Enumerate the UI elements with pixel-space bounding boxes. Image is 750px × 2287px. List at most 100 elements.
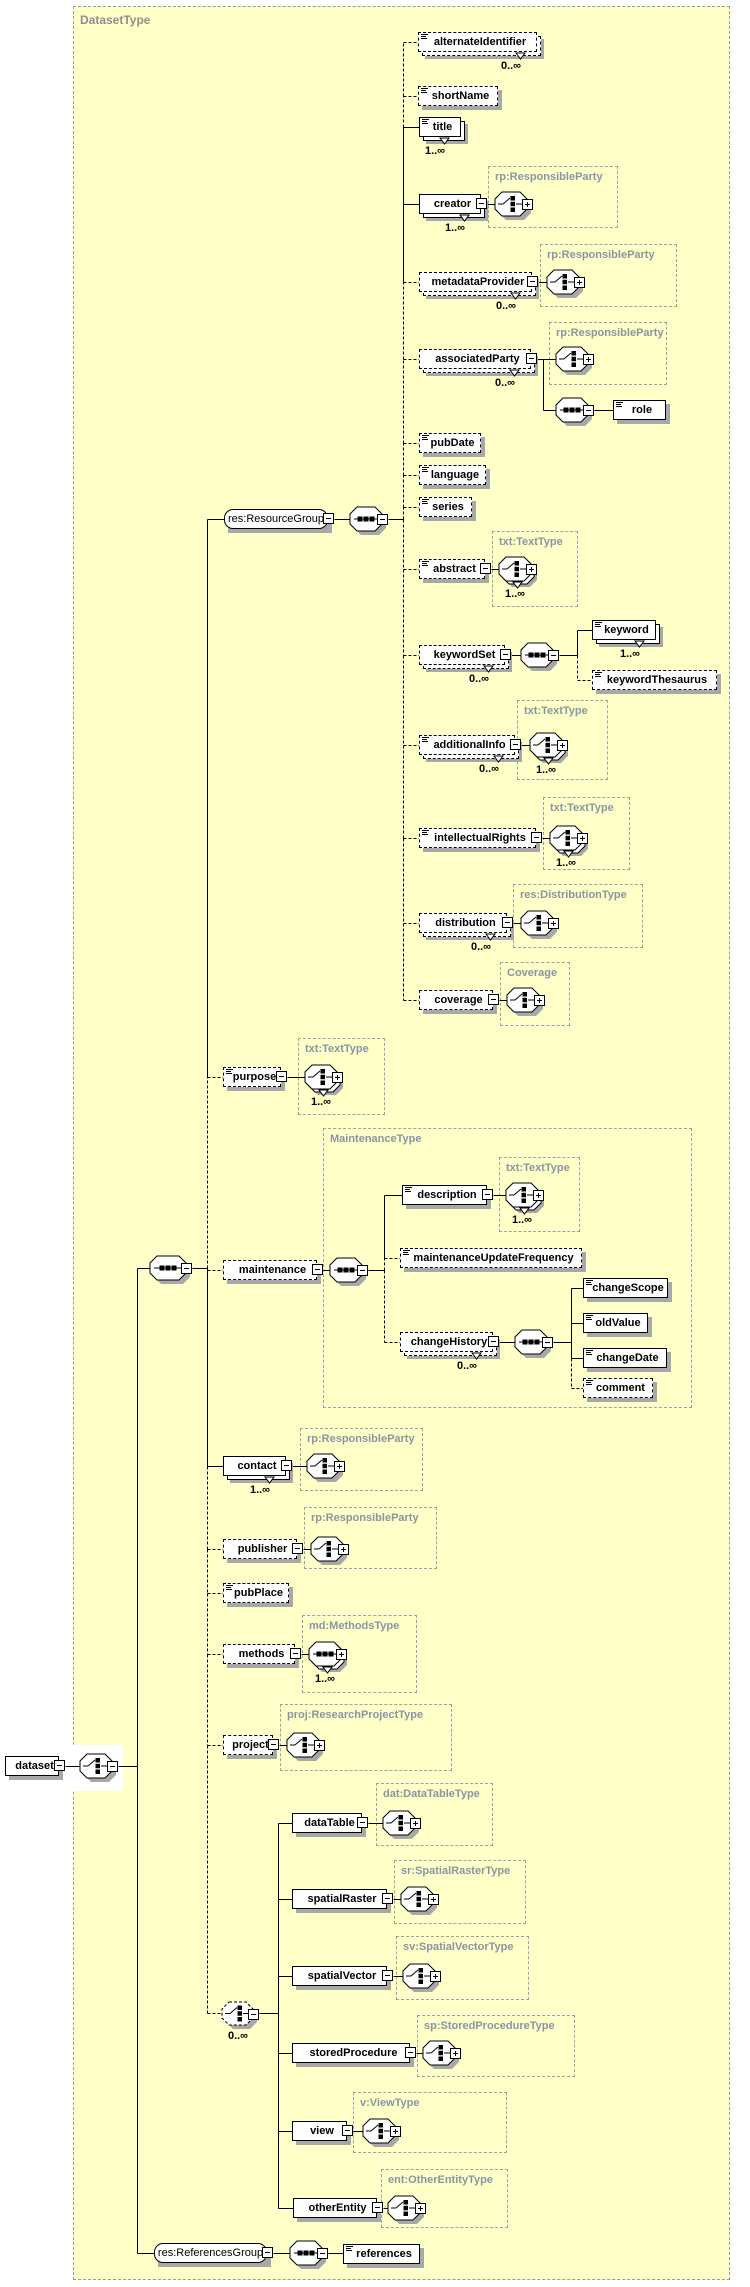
expand-icon[interactable] xyxy=(338,1544,349,1555)
collapse-icon[interactable] xyxy=(377,514,388,525)
expand-icon[interactable] xyxy=(430,1971,441,1982)
collapse-icon[interactable] xyxy=(480,563,491,574)
collapse-icon[interactable] xyxy=(488,994,499,1005)
element-oldValue[interactable]: oldValue xyxy=(583,1313,648,1333)
expand-icon[interactable] xyxy=(548,918,559,929)
element-role[interactable]: role xyxy=(613,400,666,420)
expand-icon[interactable] xyxy=(390,2126,401,2137)
collapse-icon[interactable] xyxy=(290,1648,301,1659)
element-metadataProvider[interactable]: metadataProvider xyxy=(419,272,532,292)
element-keywordSet[interactable]: keywordSet xyxy=(419,645,505,665)
expand-icon[interactable] xyxy=(410,1818,421,1829)
expand-icon[interactable] xyxy=(522,199,533,210)
expand-icon[interactable] xyxy=(583,354,594,365)
choice-icon[interactable] xyxy=(387,2195,425,2225)
element-project[interactable]: project xyxy=(223,1735,273,1755)
element-comment[interactable]: comment xyxy=(583,1378,653,1398)
expand-icon[interactable] xyxy=(557,740,568,751)
element-dataset[interactable]: dataset xyxy=(5,1756,59,1776)
element-storedProcedure[interactable]: storedProcedure xyxy=(292,2043,410,2063)
element-maintenance[interactable]: maintenance xyxy=(223,1260,317,1280)
element-alternateIdentifier[interactable]: alternateIdentifier xyxy=(418,32,537,52)
collapse-icon[interactable] xyxy=(54,1760,65,1771)
element-distribution[interactable]: distribution xyxy=(419,913,507,933)
element-changeDate[interactable]: changeDate xyxy=(583,1348,667,1368)
collapse-icon[interactable] xyxy=(500,649,511,660)
collapse-icon[interactable] xyxy=(476,198,487,209)
expand-icon[interactable] xyxy=(314,1740,325,1751)
choice-icon[interactable] xyxy=(555,346,593,376)
element-additionalInfo[interactable]: additionalInfo xyxy=(419,735,515,755)
collapse-icon[interactable] xyxy=(526,353,537,364)
collapse-icon[interactable] xyxy=(281,1460,292,1471)
collapse-icon[interactable] xyxy=(276,1071,287,1082)
choice-icon[interactable] xyxy=(505,1182,545,1214)
element-creator[interactable]: creator xyxy=(419,194,481,214)
choice-icon[interactable] xyxy=(529,732,569,764)
expand-icon[interactable] xyxy=(526,564,537,575)
group-resourceGroup[interactable]: res:ResourceGroup xyxy=(224,509,328,529)
expand-icon[interactable] xyxy=(450,2048,461,2059)
element-series[interactable]: series xyxy=(419,497,472,517)
element-description[interactable]: description xyxy=(402,1185,487,1205)
sequence-icon[interactable] xyxy=(555,397,593,427)
expand-icon[interactable] xyxy=(334,1461,345,1472)
collapse-icon[interactable] xyxy=(248,2009,259,2020)
element-pubPlace[interactable]: pubPlace xyxy=(223,1583,289,1603)
element-keywordThesaurus[interactable]: keywordThesaurus xyxy=(592,670,717,690)
element-dataTable[interactable]: dataTable xyxy=(292,1813,362,1833)
element-intellectualRights[interactable]: intellectualRights xyxy=(419,828,536,848)
element-pubDate[interactable]: pubDate xyxy=(419,433,481,453)
expand-icon[interactable] xyxy=(332,1072,343,1083)
expand-icon[interactable] xyxy=(534,995,545,1006)
expand-icon[interactable] xyxy=(415,2203,426,2214)
collapse-icon[interactable] xyxy=(357,1817,368,1828)
group-referencesGroup[interactable]: res:ReferencesGroup xyxy=(154,2243,267,2263)
expand-icon[interactable] xyxy=(428,1894,439,1905)
collapse-icon[interactable] xyxy=(317,2248,328,2259)
element-publisher[interactable]: publisher xyxy=(223,1539,297,1559)
collapse-icon[interactable] xyxy=(542,1337,553,1348)
collapse-icon[interactable] xyxy=(583,405,594,416)
collapse-icon[interactable] xyxy=(268,1739,279,1750)
element-references[interactable]: references xyxy=(343,2244,420,2264)
element-otherEntity[interactable]: otherEntity xyxy=(293,2198,377,2218)
collapse-icon[interactable] xyxy=(262,2247,273,2258)
collapse-icon[interactable] xyxy=(510,739,521,750)
collapse-icon[interactable] xyxy=(405,2047,416,2058)
collapse-icon[interactable] xyxy=(531,832,542,843)
element-keyword[interactable]: keyword xyxy=(592,620,656,640)
element-language[interactable]: language xyxy=(419,465,486,485)
collapse-icon[interactable] xyxy=(372,2202,383,2213)
choice-icon[interactable] xyxy=(506,987,544,1017)
collapse-icon[interactable] xyxy=(292,1543,303,1554)
choice-icon[interactable] xyxy=(520,910,558,940)
element-maintenanceUpdateFrequency[interactable]: maintenanceUpdateFrequency xyxy=(400,1248,582,1268)
collapse-icon[interactable] xyxy=(488,1336,499,1347)
element-view[interactable]: view xyxy=(292,2121,347,2141)
collapse-icon[interactable] xyxy=(382,1893,393,1904)
collapse-icon[interactable] xyxy=(107,1761,118,1772)
choice-icon[interactable] xyxy=(546,269,584,299)
element-title[interactable]: title xyxy=(419,117,461,137)
element-spatialRaster[interactable]: spatialRaster xyxy=(292,1889,387,1909)
collapse-icon[interactable] xyxy=(548,650,559,661)
element-shortName[interactable]: shortName xyxy=(418,86,498,106)
collapse-icon[interactable] xyxy=(312,1264,323,1275)
choice-icon[interactable] xyxy=(382,1810,420,1840)
collapse-icon[interactable] xyxy=(482,1189,493,1200)
element-changeScope[interactable]: changeScope xyxy=(583,1278,668,1298)
expand-icon[interactable] xyxy=(577,833,588,844)
collapse-icon[interactable] xyxy=(342,2125,353,2136)
collapse-icon[interactable] xyxy=(181,1263,192,1274)
element-purpose[interactable]: purpose xyxy=(223,1067,281,1087)
collapse-icon[interactable] xyxy=(527,276,538,287)
expand-icon[interactable] xyxy=(533,1190,544,1201)
element-coverage[interactable]: coverage xyxy=(419,990,493,1010)
element-methods[interactable]: methods xyxy=(223,1644,295,1664)
element-changeHistory[interactable]: changeHistory xyxy=(400,1332,493,1352)
collapse-icon[interactable] xyxy=(323,513,334,524)
collapse-icon[interactable] xyxy=(502,917,513,928)
choice-icon[interactable] xyxy=(402,1963,440,1993)
collapse-icon[interactable] xyxy=(357,1265,368,1276)
